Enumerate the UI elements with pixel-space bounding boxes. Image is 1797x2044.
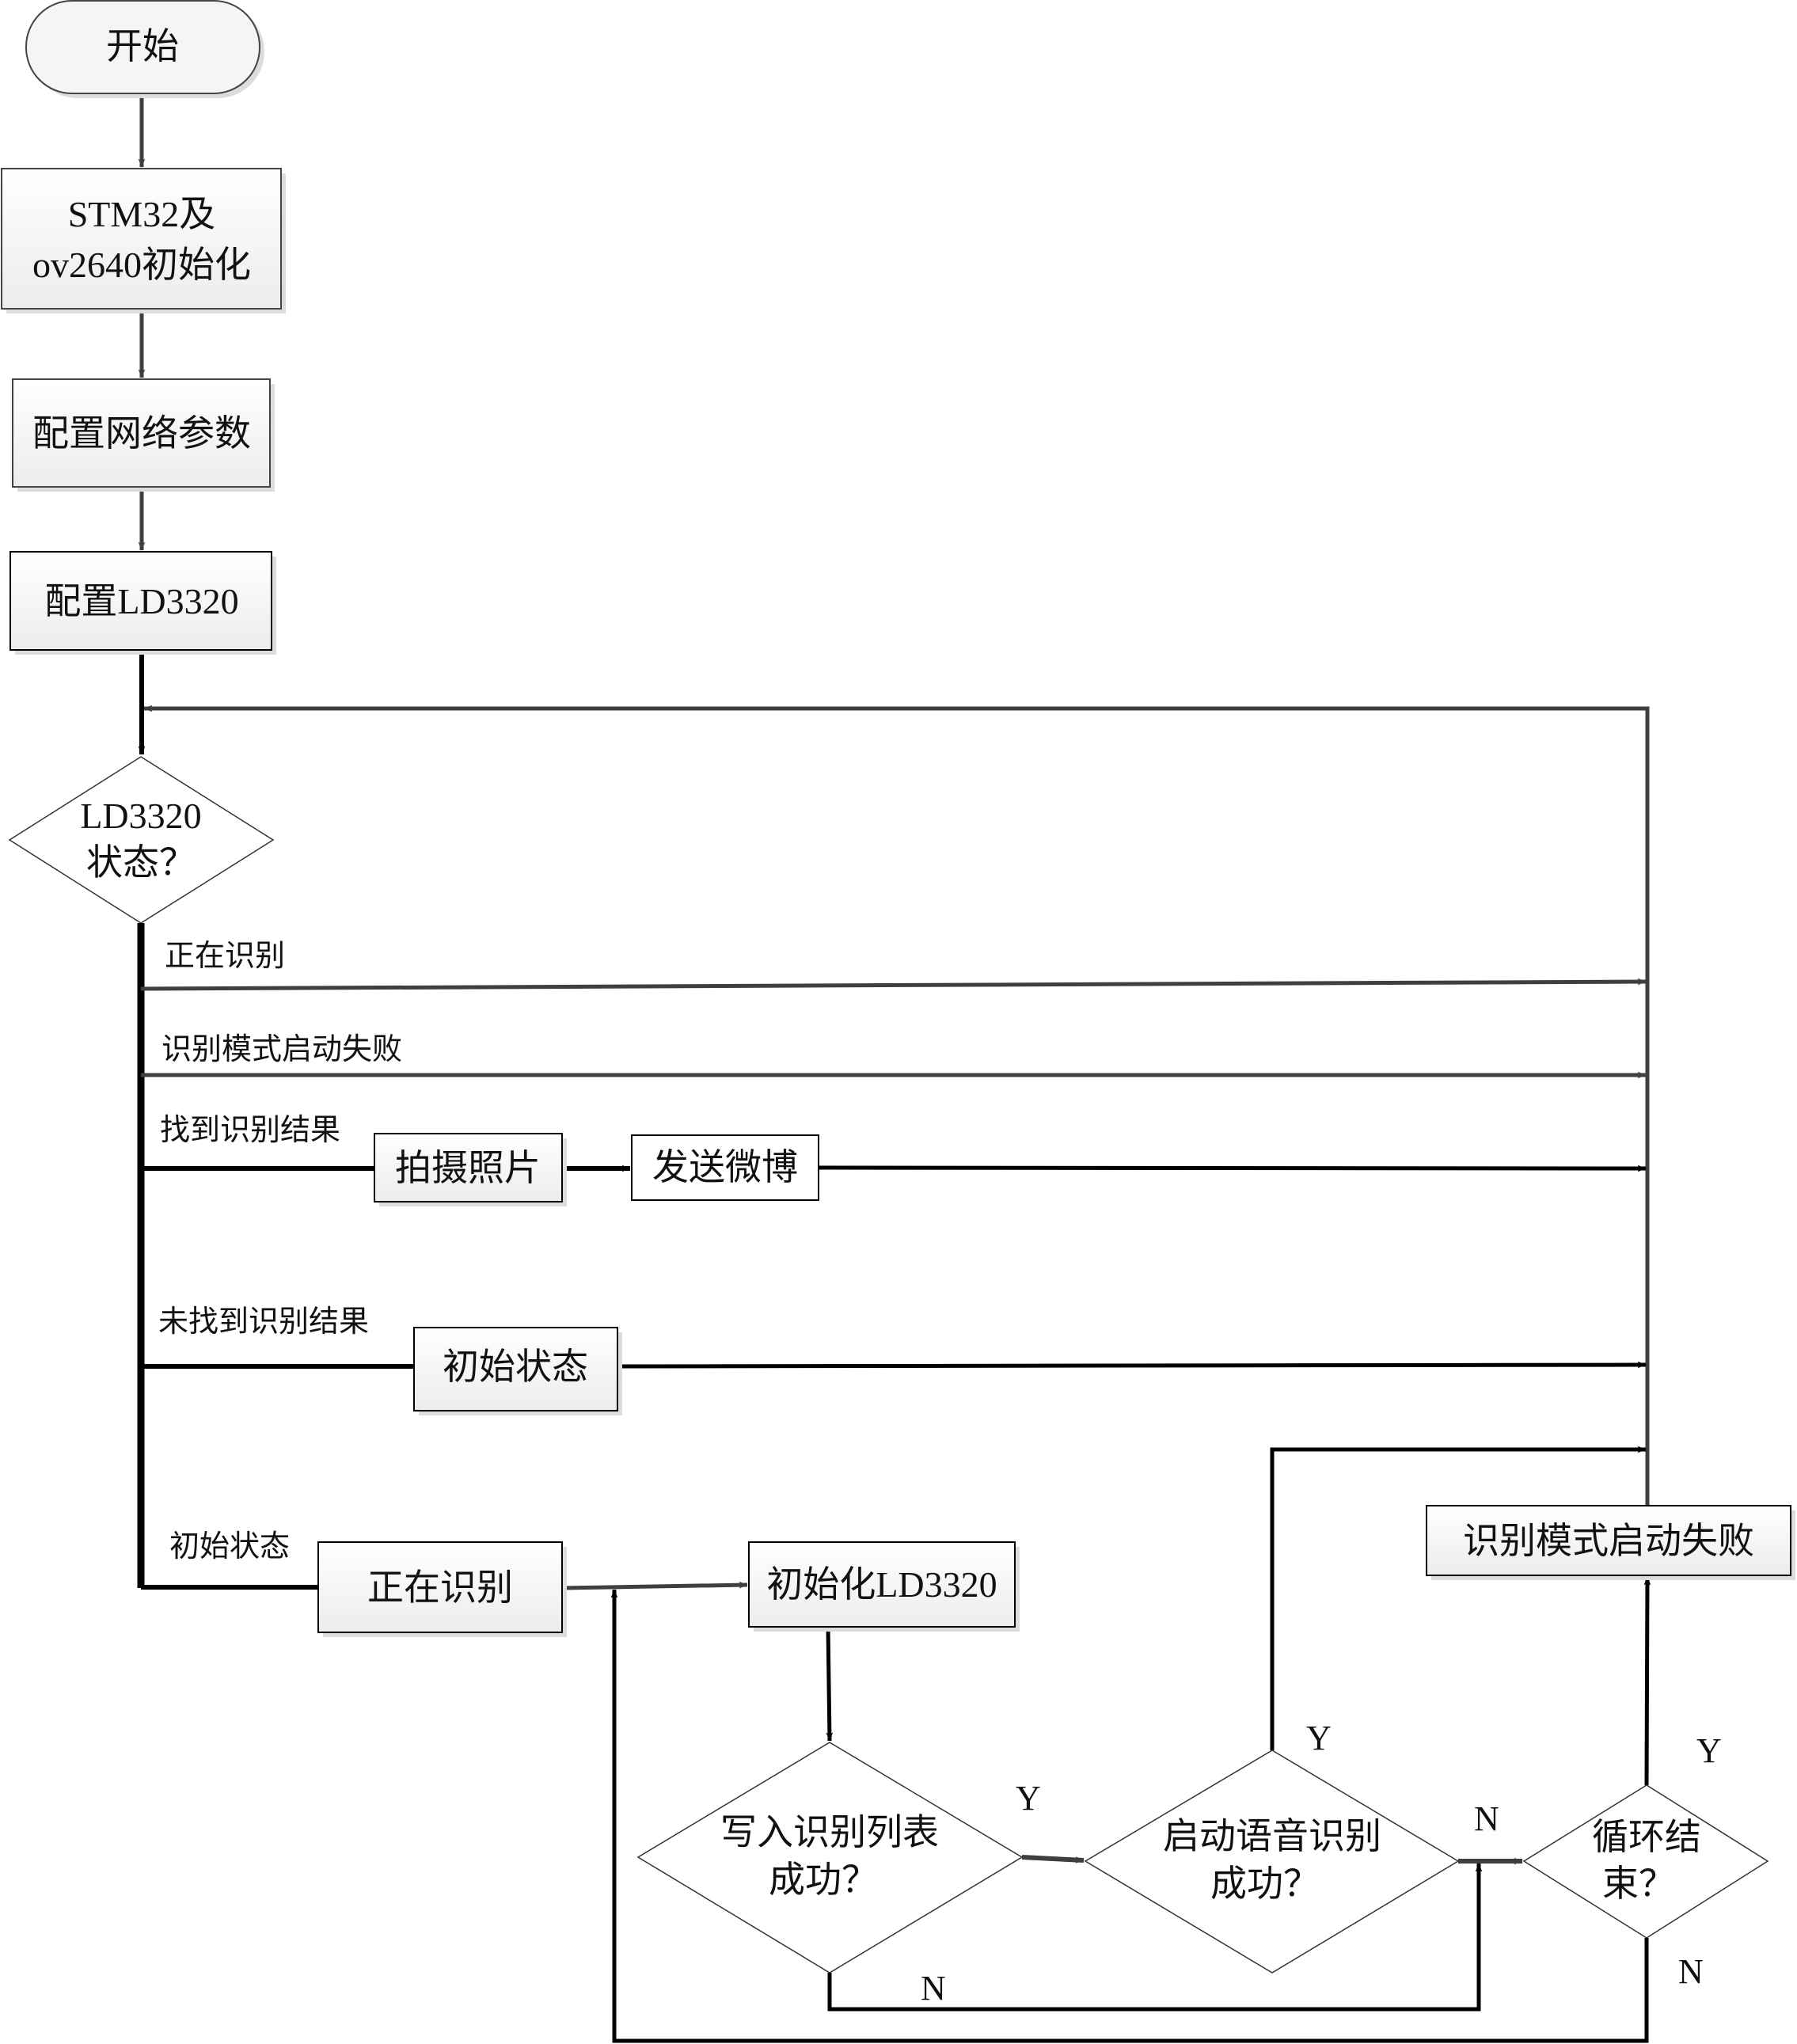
edge-recognizing-to-initld <box>561 1581 748 1590</box>
edge-loop-no <box>610 1589 1649 2043</box>
node-init-hw-line1: STM32及 <box>68 194 216 234</box>
node-config-ld[interactable]: 配置LD3320 <box>9 551 276 655</box>
node-loop-end-line1: 循环结 <box>1592 1817 1701 1857</box>
node-recognizing-label: 正在识别 <box>367 1567 513 1608</box>
node-start-label: 开始 <box>106 26 179 66</box>
edge-write-yes <box>1021 1855 1085 1864</box>
node-state-decision[interactable]: LD3320 状态？ <box>8 756 275 924</box>
edge-voice-yes <box>1270 1446 1647 1750</box>
branch-label-not-found: 未找到识别结果 <box>158 1305 369 1339</box>
node-start-voice-line2: 成功？ <box>1210 1864 1320 1904</box>
node-mode-fail[interactable]: 识别模式启动失败 <box>1426 1505 1795 1580</box>
node-init-hw-line2: ov2640初始化 <box>32 245 251 285</box>
edge-write-no <box>827 1863 1483 2012</box>
node-set-initial[interactable]: 初始状态 <box>413 1327 622 1415</box>
node-write-list-decision[interactable]: 写入识别列表 成功？ <box>636 1742 1024 1974</box>
edge-loop-back <box>143 705 1650 1583</box>
node-mode-fail-label: 识别模式启动失败 <box>1463 1521 1754 1561</box>
node-take-photo-label: 拍摄照片 <box>395 1148 541 1188</box>
node-recognizing[interactable]: 正在识别 <box>317 1541 567 1637</box>
no-label-write: N <box>921 1969 946 2008</box>
node-loop-end-line2: 束？ <box>1602 1864 1675 1904</box>
node-send-weibo-label: 发送微博 <box>652 1147 798 1187</box>
node-write-list-line1: 写入识别列表 <box>720 1812 939 1852</box>
node-take-photo[interactable]: 拍摄照片 <box>374 1133 567 1206</box>
node-init-ld-label: 初始化LD3320 <box>766 1564 997 1605</box>
node-start[interactable]: 开始 <box>25 0 264 98</box>
node-send-weibo[interactable]: 发送微博 <box>631 1134 819 1201</box>
branch-label-recognizing: 正在识别 <box>165 940 285 973</box>
edge-initial-to-rail <box>617 1361 1647 1369</box>
branch-label-found: 找到识别结果 <box>160 1114 340 1147</box>
branch-label-initial: 初始状态 <box>169 1530 290 1563</box>
node-init-ld[interactable]: 初始化LD3320 <box>748 1541 1020 1632</box>
yes-label-write: Y <box>1016 1779 1041 1818</box>
connectors <box>137 93 1651 2043</box>
node-state-decision-line2: 状态？ <box>86 842 196 883</box>
node-state-decision-line1: LD3320 <box>80 796 201 836</box>
node-set-initial-label: 初始状态 <box>443 1347 588 1387</box>
node-config-net[interactable]: 配置网络参数 <box>12 378 275 492</box>
node-config-ld-label: 配置LD3320 <box>44 581 238 621</box>
node-start-voice-decision[interactable]: 启动语音识别 成功？ <box>1084 1750 1460 1974</box>
node-write-list-line2: 成功？ <box>769 1860 878 1900</box>
node-init-hw[interactable]: STM32及 ov2640初始化 <box>1 168 286 313</box>
branch-label-mode-fail: 识别模式启动失败 <box>161 1033 402 1066</box>
node-loop-end-decision[interactable]: 循环结 束？ <box>1522 1784 1769 1939</box>
no-label-voice: N <box>1474 1799 1499 1838</box>
no-label-loop: N <box>1678 1952 1704 1991</box>
node-config-net-label: 配置网络参数 <box>32 413 251 454</box>
node-start-voice-line1: 启动语音识别 <box>1163 1816 1381 1856</box>
yes-label-voice: Y <box>1306 1719 1332 1757</box>
edge-branch-recognizing <box>140 978 1647 991</box>
edge-initld-to-write <box>826 1626 834 1742</box>
yes-label-loop: Y <box>1696 1731 1722 1770</box>
